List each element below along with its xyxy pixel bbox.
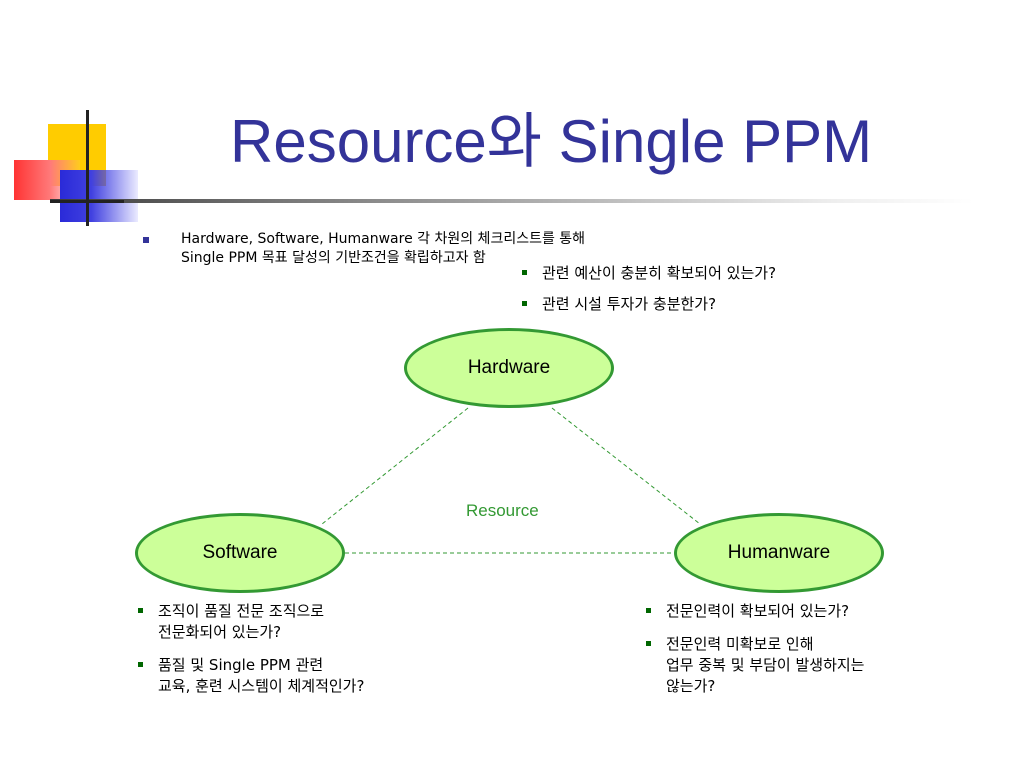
bullet-square-icon xyxy=(138,662,143,667)
list-item-line-2: 업무 중복 및 부담이 발생하지는 xyxy=(666,656,865,674)
list-item-line-2: 교육, 훈련 시스템이 체계적인가? xyxy=(158,677,365,695)
node-hardware: Hardware xyxy=(404,328,614,408)
node-software-label: Software xyxy=(202,542,278,563)
bullet-square-icon xyxy=(522,270,527,275)
list-item-text: 관련 예산이 충분히 확보되어 있는가? xyxy=(542,264,777,282)
node-humanware-label: Humanware xyxy=(727,542,831,563)
connector-hardware-humanware xyxy=(551,407,701,525)
list-item: 조직이 품질 전문 조직으로 전문화되어 있는가? xyxy=(138,601,364,643)
bullet-square-icon xyxy=(143,237,149,243)
list-item-text: 관련 시설 투자가 충분한가? xyxy=(542,295,717,313)
bullet-square-icon xyxy=(522,301,527,306)
logo-horizontal-line xyxy=(50,200,124,203)
intro-line-2: Single PPM 목표 달성의 기반조건을 확립하고자 함 xyxy=(181,250,486,266)
hardware-checklist: 관련 예산이 충분히 확보되어 있는가? 관련 시설 투자가 충분한가? xyxy=(522,263,776,325)
node-hardware-label: Hardware xyxy=(467,357,551,378)
node-software: Software xyxy=(135,513,345,593)
humanware-checklist: 전문인력이 확보되어 있는가? 전문인력 미확보로 인해 업무 중복 및 부담이… xyxy=(646,601,864,709)
list-item-line-2: 전문화되어 있는가? xyxy=(158,623,282,641)
list-item-line-1: 전문인력 미확보로 인해 xyxy=(666,635,814,653)
bullet-square-icon xyxy=(646,608,651,613)
connector-hardware-software xyxy=(321,407,469,525)
list-item: 전문인력 미확보로 인해 업무 중복 및 부담이 발생하지는 않는가? xyxy=(646,634,864,697)
list-item-line-1: 전문인력이 확보되어 있는가? xyxy=(666,602,850,620)
logo-vertical-line xyxy=(86,110,89,226)
list-item: 관련 예산이 충분히 확보되어 있는가? xyxy=(522,263,776,283)
list-item: 관련 시설 투자가 충분한가? xyxy=(522,294,776,314)
intro-line-1: Hardware, Software, Humanware 각 차원의 체크리스… xyxy=(181,231,586,247)
page-title: Resource와 Single PPM xyxy=(230,108,873,175)
logo-blue-square xyxy=(60,170,138,222)
list-item-line-1: 조직이 품질 전문 조직으로 xyxy=(158,602,325,620)
title-underline-rule xyxy=(50,199,974,203)
intro-text: Hardware, Software, Humanware 각 차원의 체크리스… xyxy=(181,230,585,268)
bullet-square-icon xyxy=(646,641,651,646)
list-item-line-3: 않는가? xyxy=(666,677,716,695)
software-checklist: 조직이 품질 전문 조직으로 전문화되어 있는가? 품질 및 Single PP… xyxy=(138,601,364,709)
list-item: 품질 및 Single PPM 관련 교육, 훈련 시스템이 체계적인가? xyxy=(138,655,364,697)
resource-center-label: Resource xyxy=(466,501,539,520)
node-humanware: Humanware xyxy=(674,513,884,593)
list-item-line-1: 품질 및 Single PPM 관련 xyxy=(158,656,324,674)
bullet-square-icon xyxy=(138,608,143,613)
list-item: 전문인력이 확보되어 있는가? xyxy=(646,601,864,622)
